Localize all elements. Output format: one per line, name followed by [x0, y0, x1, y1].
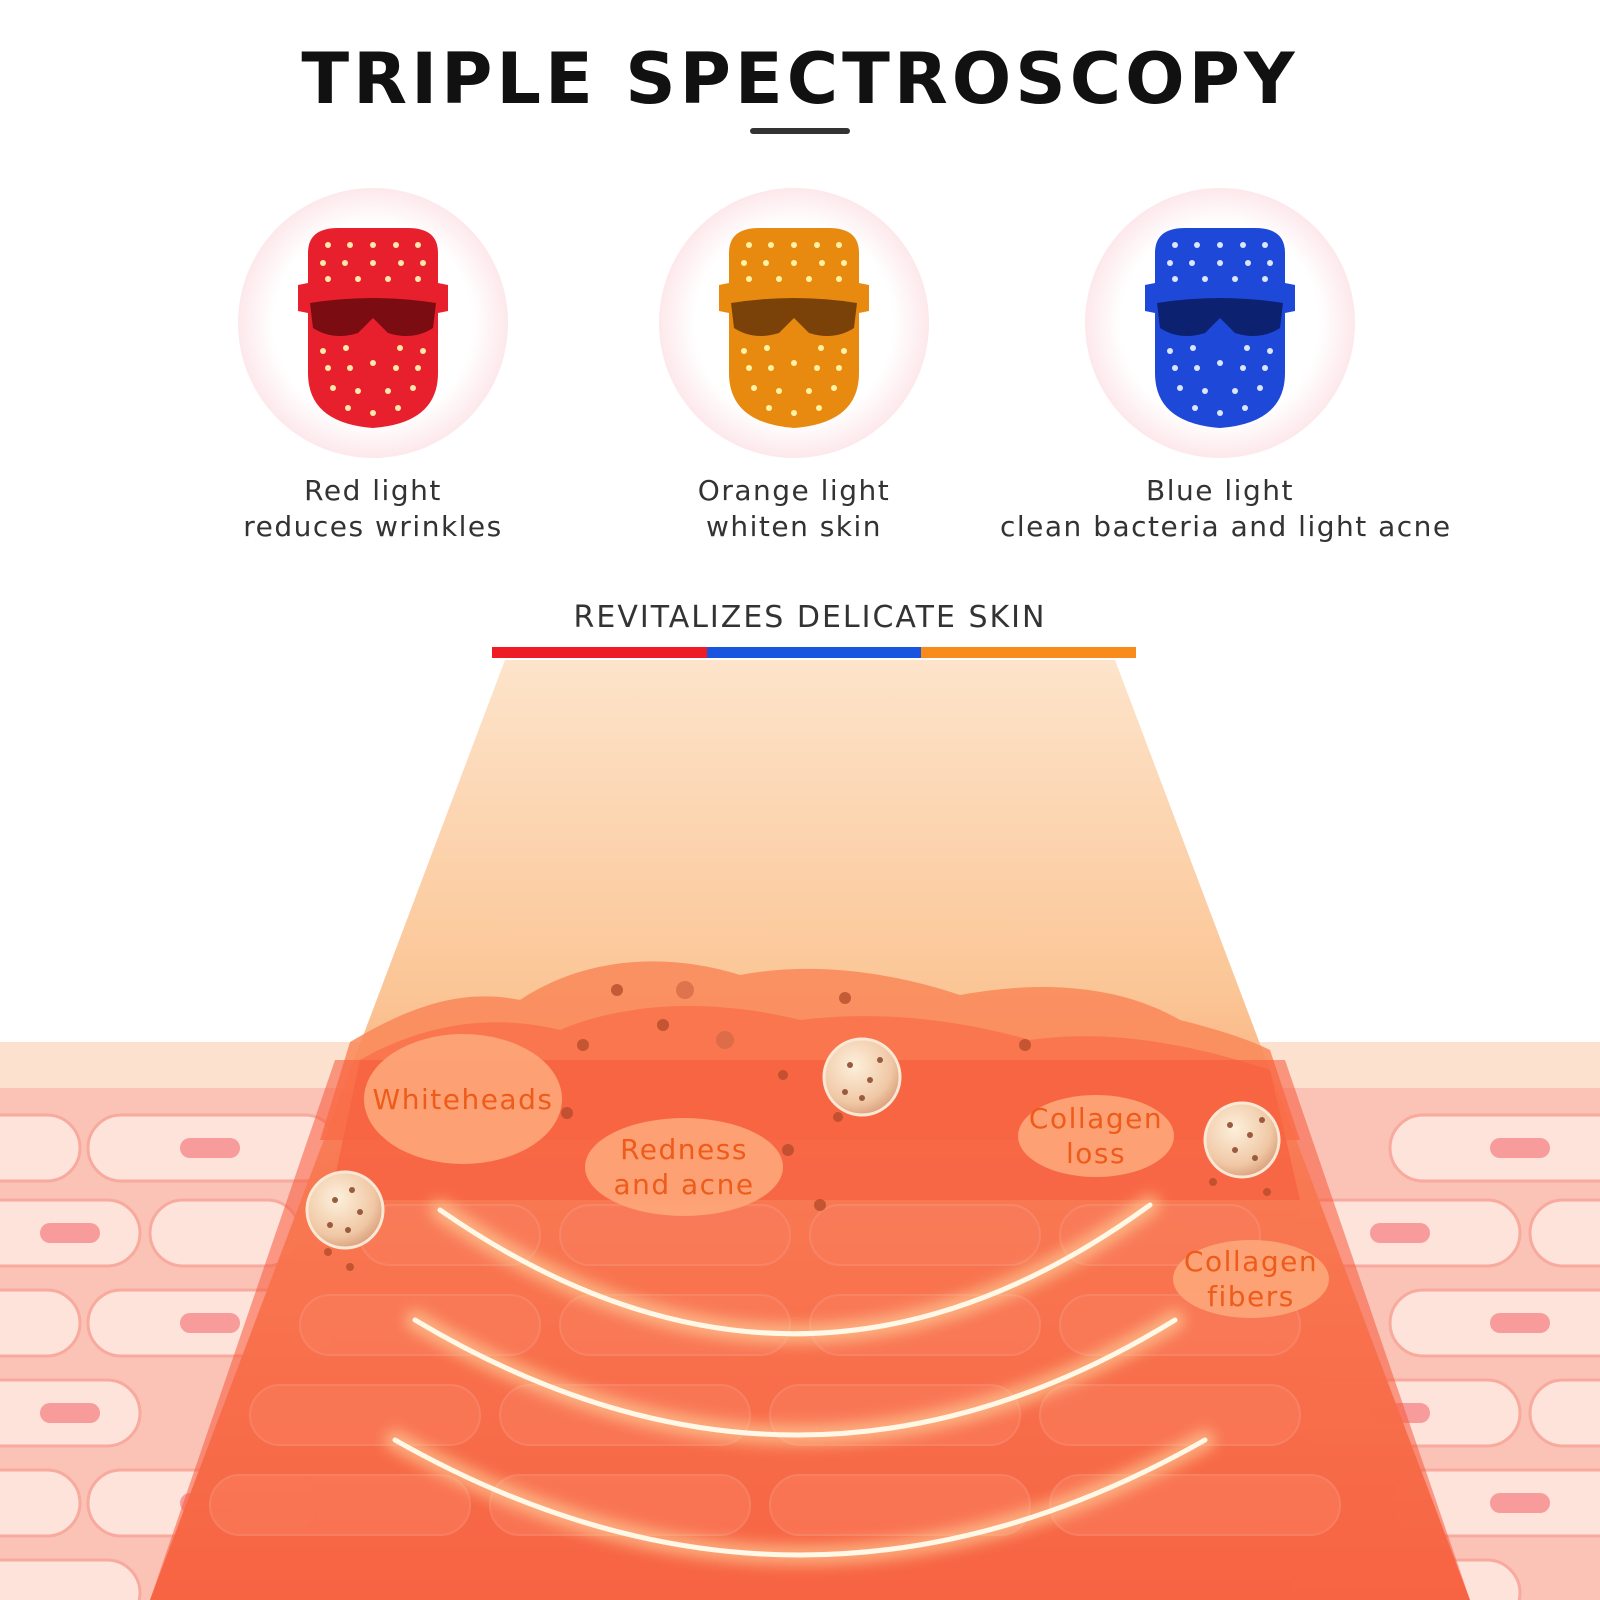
- blue-light-mask-icon: [1145, 228, 1295, 428]
- spectrum-bar: [492, 647, 1137, 658]
- pores: [305, 1037, 1281, 1250]
- spectrum-red-segment: [492, 647, 707, 658]
- label-redness-and-acne: Redness and acne: [585, 1118, 783, 1216]
- spectrum-blue-segment: [706, 647, 922, 658]
- label-line-1: Collagen: [1183, 1245, 1319, 1278]
- orange-light-mask-icon: [719, 228, 869, 428]
- spectrum-orange-segment: [921, 647, 1137, 658]
- mask-caption: Blue light clean bacteria and light acne: [1000, 473, 1452, 545]
- mask-caption: Orange light whiten skin: [574, 473, 1014, 545]
- label-whiteheads: Whiteheads: [364, 1034, 562, 1164]
- label-collagen-fibers: Collagen fibers: [1173, 1240, 1329, 1318]
- page-title: TRIPLE SPECTROSCOPY: [301, 38, 1299, 120]
- mask-card-red: Red light reduces wrinkles: [153, 188, 593, 548]
- label-line-2: loss: [1065, 1137, 1127, 1170]
- label-line-1: Redness: [620, 1133, 748, 1166]
- label-line-1: Collagen: [1028, 1102, 1164, 1135]
- caption-line-1: Blue light: [1146, 474, 1294, 507]
- red-light-mask-icon: [298, 228, 448, 428]
- caption-line-1: Orange light: [697, 474, 891, 507]
- dark-specks: [324, 981, 1271, 1271]
- caption-line-2: whiten skin: [705, 510, 883, 543]
- title-underline: [750, 128, 850, 134]
- label-line-2: and acne: [613, 1168, 755, 1201]
- mask-card-orange: Orange light whiten skin: [574, 188, 1014, 548]
- section-subtitle: REVITALIZES DELICATE SKIN: [573, 600, 1047, 635]
- caption-line-1: Red light: [304, 474, 442, 507]
- label-line-1: Whiteheads: [372, 1082, 554, 1116]
- caption-line-2: reduces wrinkles: [243, 510, 503, 543]
- label-line-2: fibers: [1207, 1280, 1295, 1313]
- light-waves: [385, 1195, 1215, 1565]
- caption-line-2: clean bacteria and light acne: [1000, 510, 1452, 543]
- label-collagen-loss: Collagen loss: [1018, 1095, 1174, 1177]
- mask-caption: Red light reduces wrinkles: [153, 473, 593, 545]
- mask-card-blue: Blue light clean bacteria and light acne: [1000, 188, 1452, 548]
